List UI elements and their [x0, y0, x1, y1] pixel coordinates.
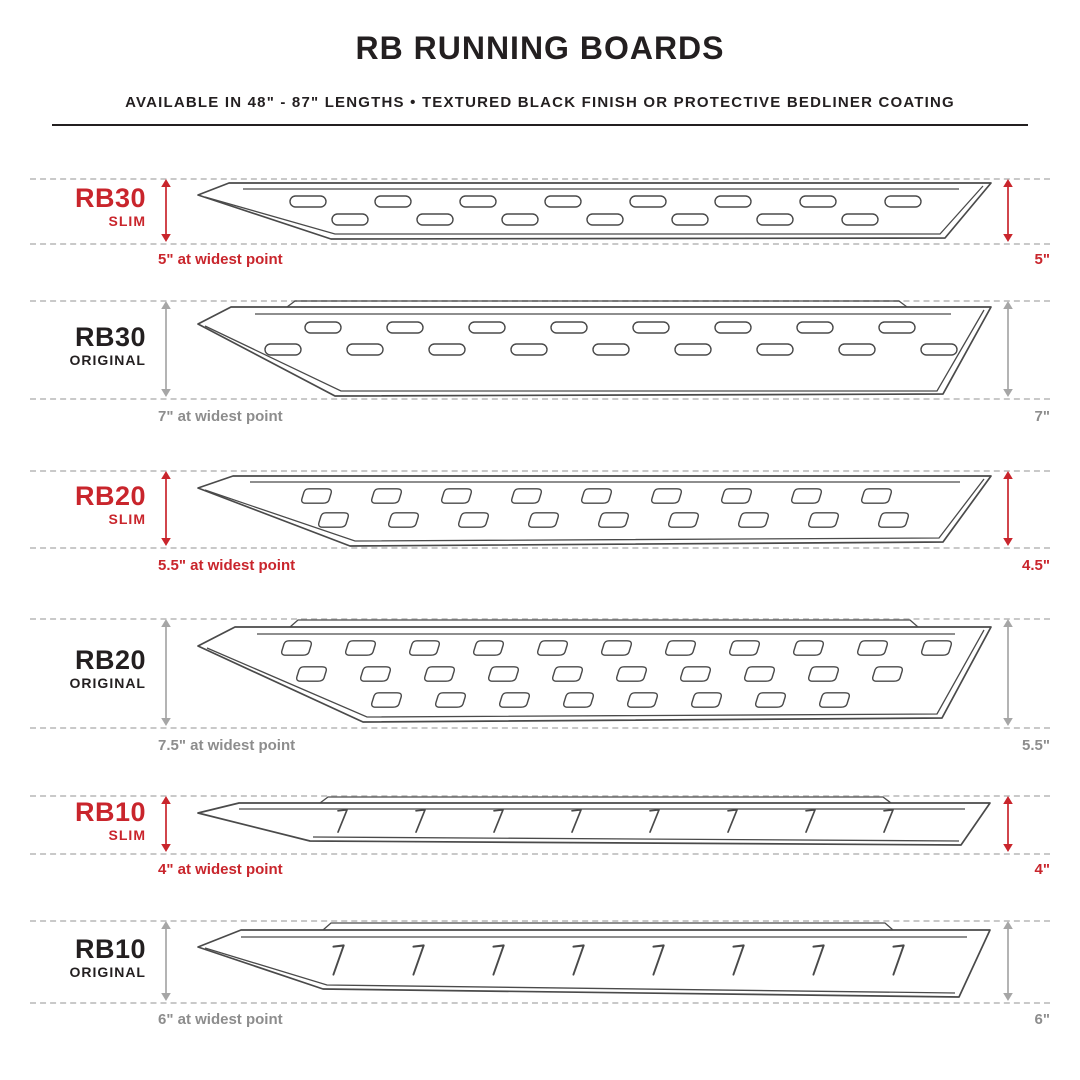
left-height-arrow-icon: [161, 796, 171, 852]
bottom-dashed-line: [30, 853, 1050, 855]
variant-name: SLIM: [108, 511, 146, 527]
variant-name: ORIGINAL: [69, 675, 146, 691]
right-height-arrow-icon: [1003, 921, 1013, 1001]
left-height-arrow-icon: [161, 179, 171, 242]
height-note: 5": [1034, 251, 1050, 268]
variant-name: SLIM: [108, 213, 146, 229]
page-subtitle: AVAILABLE IN 48" - 87" LENGTHS • TEXTURE…: [52, 94, 1028, 126]
right-height-arrow-icon: [1003, 796, 1013, 852]
bottom-dashed-line: [30, 243, 1050, 245]
bottom-dashed-line: [30, 398, 1050, 400]
board-drawing-rb10-slim: [197, 796, 991, 846]
widest-point-note: 6" at widest point: [158, 1011, 283, 1028]
model-name: RB10: [74, 934, 146, 964]
height-note: 7": [1034, 408, 1050, 425]
top-dashed-line: [30, 618, 1050, 620]
widest-point-note: 7" at widest point: [158, 408, 283, 425]
model-name: RB30: [74, 183, 146, 213]
board-drawing-rb20-slim: [197, 475, 992, 547]
widest-point-note: 5" at widest point: [158, 251, 283, 268]
height-note: 5.5": [1022, 737, 1050, 754]
bottom-dashed-line: [30, 547, 1050, 549]
right-height-arrow-icon: [1003, 179, 1013, 242]
widest-point-note: 5.5" at widest point: [158, 557, 296, 574]
bottom-dashed-line: [30, 727, 1050, 729]
board-label: RB10 SLIM: [26, 798, 146, 844]
page-title: RB RUNNING BOARDS: [355, 30, 725, 66]
board-label: RB30 ORIGINAL: [26, 323, 146, 369]
widest-point-note: 7.5" at widest point: [158, 737, 296, 754]
board-label: RB30 SLIM: [26, 184, 146, 230]
height-note: 6": [1034, 1011, 1050, 1028]
board-drawing-rb20-original: [197, 619, 992, 723]
variant-name: SLIM: [108, 827, 146, 843]
model-name: RB10: [74, 797, 146, 827]
left-height-arrow-icon: [161, 921, 171, 1001]
board-label: RB10 ORIGINAL: [26, 935, 146, 981]
model-name: RB20: [74, 481, 146, 511]
top-dashed-line: [30, 178, 1050, 180]
top-dashed-line: [30, 795, 1050, 797]
right-height-arrow-icon: [1003, 301, 1013, 397]
board-drawing-rb10-original: [197, 922, 991, 998]
bottom-dashed-line: [30, 1002, 1050, 1004]
variant-name: ORIGINAL: [69, 964, 146, 980]
board-drawing-rb30-original: [197, 300, 992, 397]
height-note: 4.5": [1022, 557, 1050, 574]
height-note: 4": [1034, 861, 1050, 878]
left-height-arrow-icon: [161, 471, 171, 546]
right-height-arrow-icon: [1003, 619, 1013, 726]
board-label: RB20 ORIGINAL: [26, 646, 146, 692]
variant-name: ORIGINAL: [69, 352, 146, 368]
top-dashed-line: [30, 920, 1050, 922]
right-height-arrow-icon: [1003, 471, 1013, 546]
model-name: RB20: [74, 645, 146, 675]
left-height-arrow-icon: [161, 619, 171, 726]
board-drawing-rb30-slim: [197, 182, 992, 240]
board-label: RB20 SLIM: [26, 482, 146, 528]
top-dashed-line: [30, 470, 1050, 472]
left-height-arrow-icon: [161, 301, 171, 397]
model-name: RB30: [74, 322, 146, 352]
widest-point-note: 4" at widest point: [158, 861, 283, 878]
